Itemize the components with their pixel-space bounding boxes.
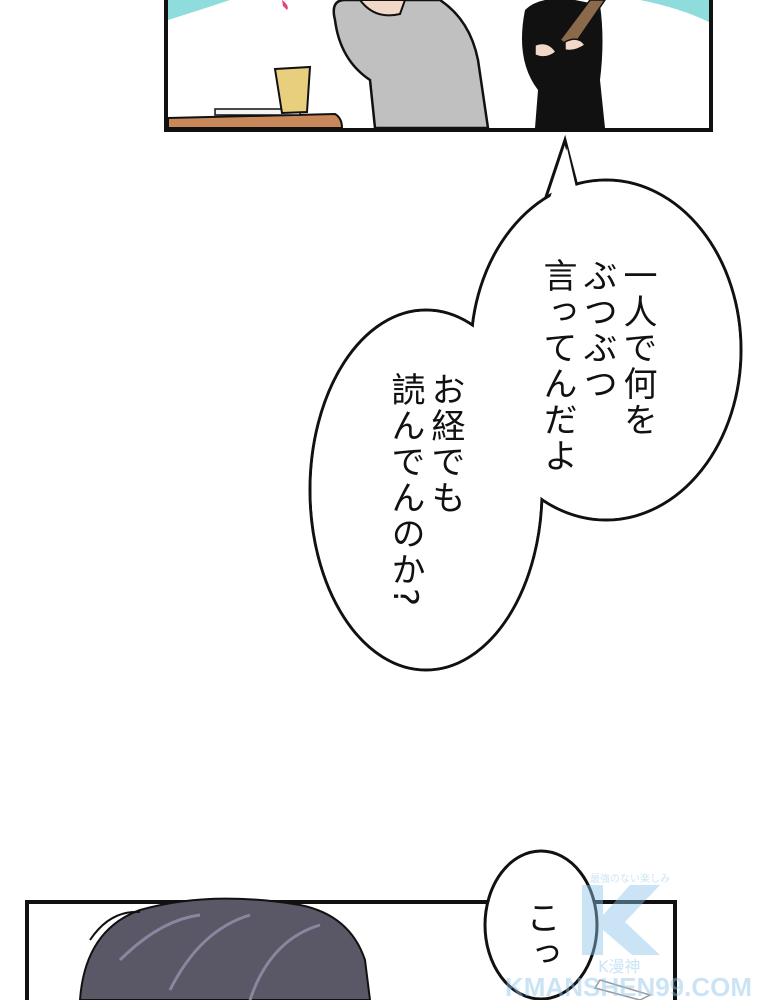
bubble-1-line-2: ぶつぶつ	[577, 258, 617, 402]
bubble-2-line-1: お経でも	[425, 372, 465, 516]
top-panel	[164, 0, 713, 132]
svg-text:最強のない楽しみ: 最強のない楽しみ	[590, 872, 670, 885]
bubble-2-line-2: 読んでんのか?	[385, 372, 425, 609]
bubble-1-line-3: 言ってんだよ	[537, 258, 577, 474]
speech-bubble-group	[308, 134, 743, 672]
bubble-1-line-1: 一人で何を	[617, 258, 657, 438]
watermark-logo: 最強のない楽しみ K漫神 KMANSHEN99.COM	[505, 872, 752, 1000]
bottom-panel	[25, 849, 677, 1000]
svg-text:KMANSHEN99.COM: KMANSHEN99.COM	[505, 972, 752, 1000]
svg-text:K漫神: K漫神	[598, 957, 641, 976]
bubble-3-line-1: こっ	[520, 900, 560, 972]
